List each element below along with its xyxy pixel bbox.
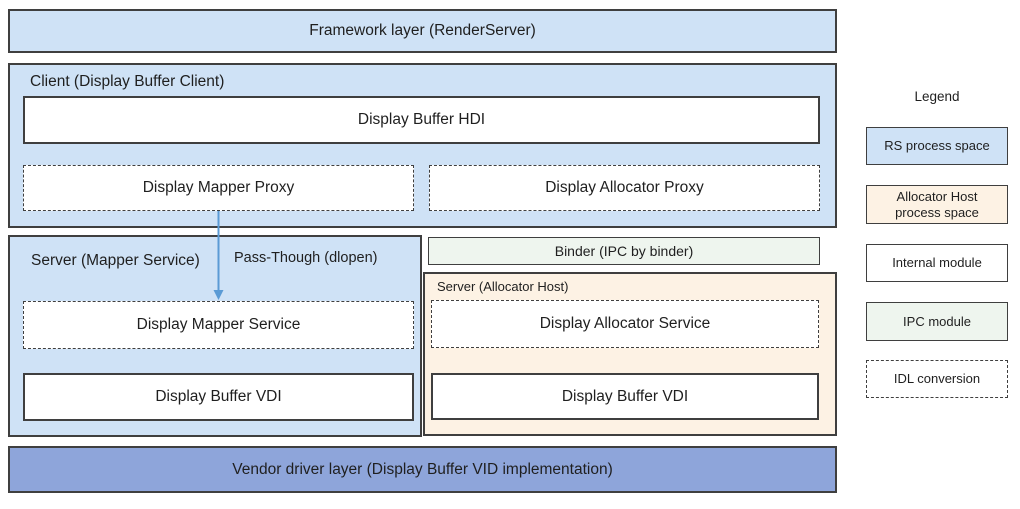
legend-item-idl-conversion-label: IDL conversion bbox=[893, 371, 981, 387]
display-buffer-hdi-label: Display Buffer HDI bbox=[357, 111, 486, 128]
binder-box: Binder (IPC by binder) bbox=[428, 237, 820, 265]
legend-item-rs-process-space-label: RS process space bbox=[884, 138, 990, 154]
framework-layer-box: Framework layer (RenderServer) bbox=[8, 9, 837, 53]
pass-through-down-arrow-icon bbox=[213, 211, 224, 300]
display-buffer-hdi-box: Display Buffer HDI bbox=[23, 96, 820, 144]
display-mapper-service-box: Display Mapper Service bbox=[23, 301, 414, 349]
display-mapper-service-label: Display Mapper Service bbox=[136, 316, 301, 333]
pass-through-label: Pass-Though (dlopen) bbox=[234, 250, 378, 266]
binder-label: Binder (IPC by binder) bbox=[554, 243, 694, 259]
display-mapper-proxy-box: Display Mapper Proxy bbox=[23, 165, 414, 211]
display-allocator-proxy-box: Display Allocator Proxy bbox=[429, 165, 820, 211]
display-allocator-service-box: Display Allocator Service bbox=[431, 300, 819, 348]
legend-item-internal-module: Internal module bbox=[866, 244, 1008, 282]
framework-layer-label: Framework layer (RenderServer) bbox=[309, 22, 536, 39]
allocator-display-buffer-vdi-label: Display Buffer VDI bbox=[561, 387, 689, 405]
display-allocator-proxy-label: Display Allocator Proxy bbox=[545, 179, 704, 196]
legend-title: Legend bbox=[914, 89, 960, 104]
mapper-server-label: Server (Mapper Service) bbox=[31, 252, 200, 269]
legend-item-allocator-host-process-space: Allocator Host process space bbox=[866, 185, 1008, 224]
client-label: Client (Display Buffer Client) bbox=[30, 73, 225, 90]
legend-item-ipc-module-label: IPC module bbox=[903, 313, 971, 329]
legend-item-rs-process-space: RS process space bbox=[866, 127, 1008, 165]
legend-item-idl-conversion: IDL conversion bbox=[866, 360, 1008, 398]
mapper-display-buffer-vdi-box: Display Buffer VDI bbox=[23, 373, 414, 421]
vendor-driver-layer-box: Vendor driver layer (Display Buffer VID … bbox=[8, 446, 837, 493]
mapper-display-buffer-vdi-label: Display Buffer VDI bbox=[155, 388, 282, 405]
legend-item-ipc-module: IPC module bbox=[866, 302, 1008, 341]
display-allocator-service-label: Display Allocator Service bbox=[539, 315, 711, 332]
allocator-host-label: Server (Allocator Host) bbox=[437, 279, 569, 294]
allocator-display-buffer-vdi-box: Display Buffer VDI bbox=[431, 373, 819, 420]
display-mapper-proxy-label: Display Mapper Proxy bbox=[142, 179, 295, 196]
legend-item-allocator-host-process-space-label: Allocator Host process space bbox=[895, 188, 979, 220]
legend-item-internal-module-label: Internal module bbox=[892, 255, 982, 271]
vendor-driver-layer-label: Vendor driver layer (Display Buffer VID … bbox=[232, 460, 613, 478]
